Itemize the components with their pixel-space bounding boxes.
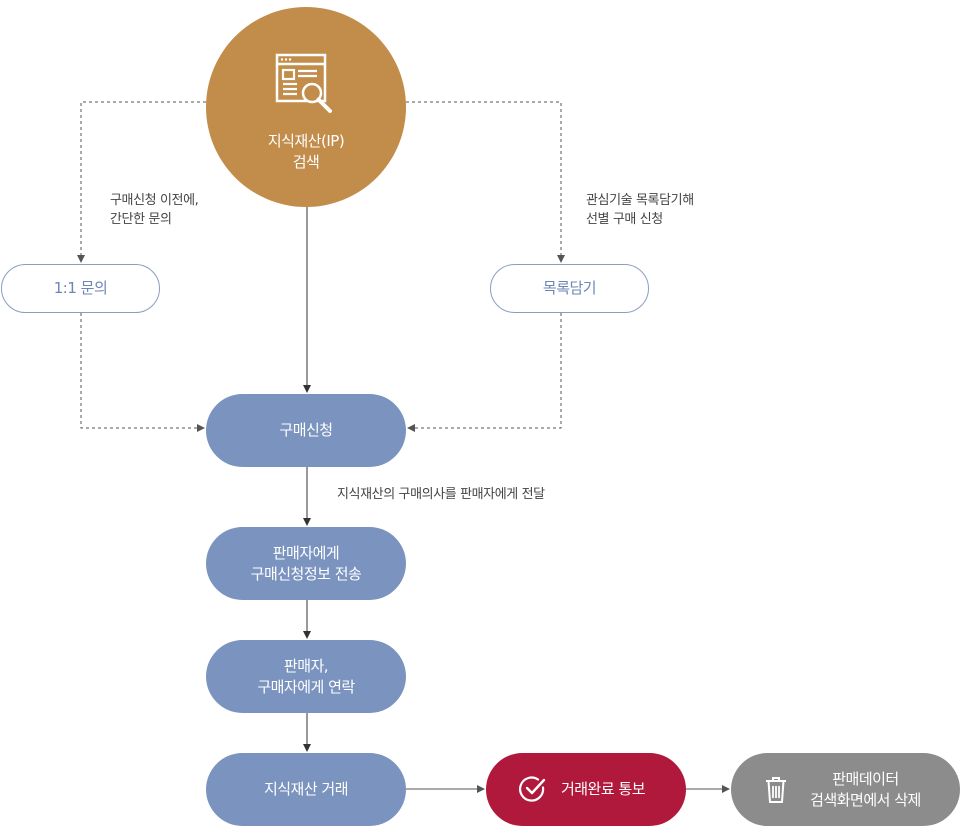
wishlist-note-line1: 관심기술 목록담기해 (586, 193, 694, 208)
document-search-icon (275, 53, 332, 113)
send-info-node: 판매자에게 구매신청정보 전송 (206, 527, 406, 600)
dashed-inquiry-to-apply (80, 313, 205, 432)
inquiry-note-line2: 간단한 문의 (110, 212, 172, 227)
ip-search-label: 지식재산(IP) 검색 (206, 131, 406, 173)
dashed-search-to-inquiry (77, 101, 206, 263)
send-info-line2: 구매신청정보 전송 (250, 564, 362, 583)
ip-search-node: 지식재산(IP) 검색 (206, 7, 406, 207)
check-circle-icon (519, 776, 546, 802)
wishlist-note-line2: 선별 구매 신청 (586, 212, 663, 227)
delete-data-line2: 검색화면에서 삭제 (810, 790, 921, 809)
contact-line2: 구매자에게 연락 (257, 677, 355, 696)
purchase-request-node: 구매신청 (206, 394, 406, 467)
dashed-search-to-wishlist (406, 101, 565, 263)
delete-data-node: 판매데이터 검색화면에서 삭제 (731, 753, 960, 826)
step-note: 지식재산의 구매의사를 판매자에게 전달 (337, 487, 545, 502)
inquiry-note: 구매신청 이전에, 간단한 문의 (110, 191, 199, 229)
send-info-line1: 판매자에게 (272, 543, 340, 562)
ip-search-label-line2: 검색 (292, 153, 320, 171)
contact-node: 판매자, 구매자에게 연락 (206, 640, 406, 713)
trash-icon (766, 777, 786, 803)
trade-complete-node: 거래완료 통보 (486, 753, 686, 826)
purchase-request-label: 구매신청 (279, 421, 333, 439)
ip-search-label-line1: 지식재산(IP) (267, 132, 345, 150)
inquiry-note-line1: 구매신청 이전에, (110, 193, 199, 208)
inquiry-label: 1:1 문의 (53, 279, 108, 297)
inquiry-node: 1:1 문의 (1, 264, 160, 313)
wishlist-label: 목록담기 (542, 279, 597, 297)
contact-line1: 판매자, (283, 656, 329, 675)
wishlist-node: 목록담기 (490, 264, 649, 313)
trade-label: 지식재산 거래 (263, 780, 349, 798)
wishlist-note: 관심기술 목록담기해 선별 구매 신청 (586, 191, 694, 229)
trade-complete-label: 거래완료 통보 (560, 780, 646, 798)
trade-node: 지식재산 거래 (206, 753, 406, 826)
dashed-wishlist-to-apply (407, 313, 562, 432)
delete-data-line1: 판매데이터 (832, 769, 899, 788)
